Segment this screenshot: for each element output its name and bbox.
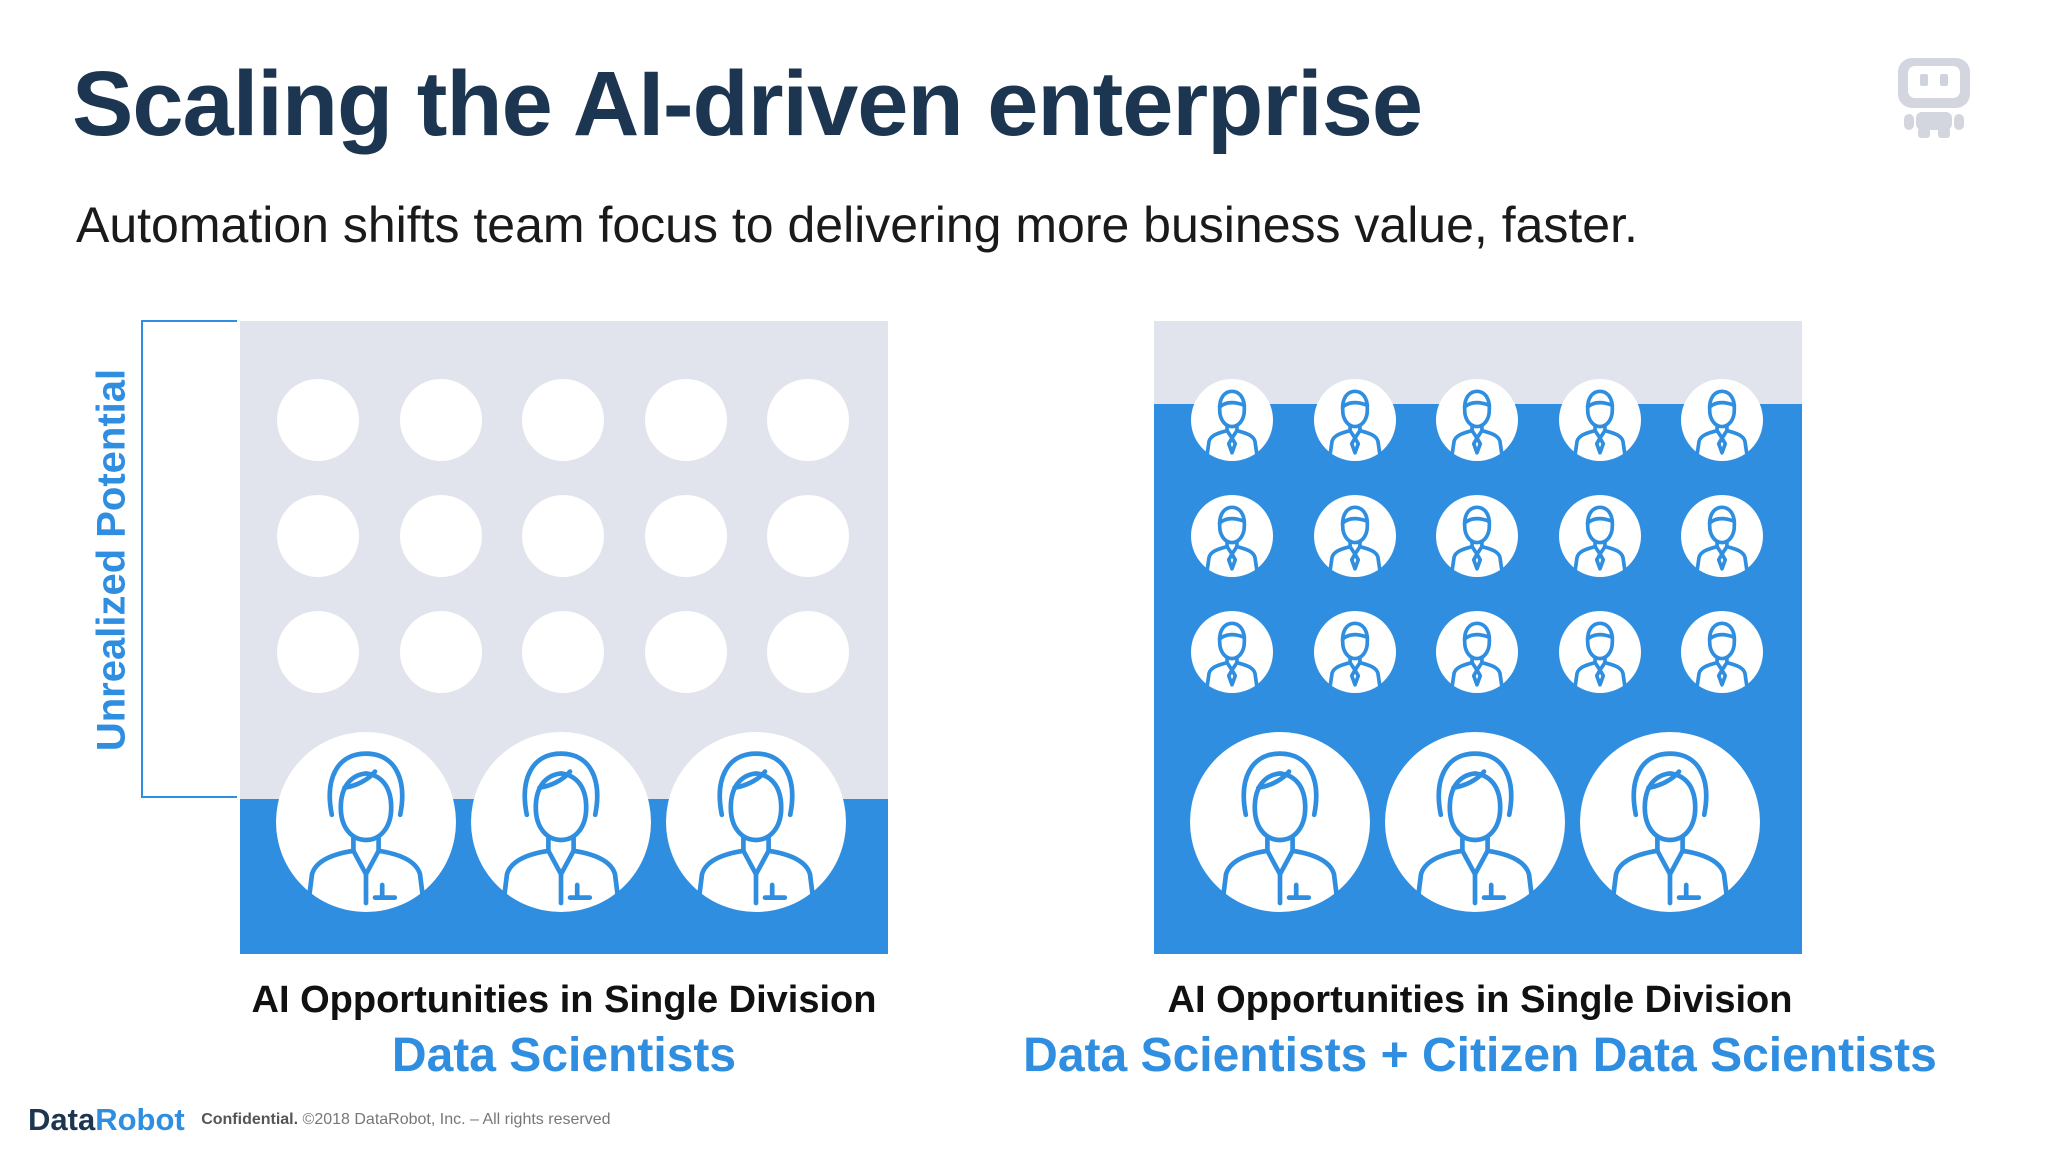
citizen-data-scientist-circle <box>1436 611 1518 693</box>
slide-title: Scaling the AI-driven enterprise <box>72 53 1423 155</box>
opportunity-circle <box>277 495 359 577</box>
unrealized-potential-label: Unrealized Potential <box>89 368 134 752</box>
opportunity-circle <box>767 611 849 693</box>
single-division-panel-left <box>240 321 888 954</box>
copyright-text: ©2018 DataRobot, Inc. – All rights reser… <box>302 1111 611 1128</box>
opportunity-circle <box>767 379 849 461</box>
citizen-data-scientist-icon <box>1573 621 1627 687</box>
citizen-data-scientist-icon <box>1450 621 1504 687</box>
citizen-data-scientist-icon <box>1573 505 1627 571</box>
citizen-data-scientist-icon <box>1450 389 1504 455</box>
unrealized-potential-bracket <box>141 320 237 798</box>
data-scientist-icon <box>1220 751 1340 906</box>
opportunity-circle <box>400 379 482 461</box>
citizen-data-scientist-icon <box>1328 389 1382 455</box>
citizen-data-scientist-circle <box>1191 379 1273 461</box>
data-scientist-circle <box>666 732 846 912</box>
citizen-data-scientist-circle <box>1314 379 1396 461</box>
opportunity-circle <box>277 611 359 693</box>
citizen-data-scientist-icon <box>1695 505 1749 571</box>
data-scientist-circle <box>471 732 651 912</box>
opportunity-circle <box>522 611 604 693</box>
opportunity-circle <box>522 495 604 577</box>
opportunity-circle <box>522 379 604 461</box>
citizen-data-scientist-circle <box>1191 495 1273 577</box>
citizen-data-scientist-circle <box>1681 379 1763 461</box>
data-scientist-circle <box>1190 732 1370 912</box>
citizen-data-scientist-circle <box>1681 611 1763 693</box>
logo-data-text: Data <box>28 1102 96 1137</box>
opportunity-circle <box>767 495 849 577</box>
copyright-notice: Confidential. ©2018 DataRobot, Inc. – Al… <box>201 1111 610 1128</box>
citizen-data-scientist-icon <box>1205 505 1259 571</box>
data-scientist-icon <box>696 751 816 906</box>
opportunity-circle <box>400 611 482 693</box>
citizen-data-scientist-icon <box>1573 389 1627 455</box>
citizen-data-scientist-circle <box>1436 495 1518 577</box>
right-caption-line1: AI Opportunities in Single Division <box>1167 979 1793 1021</box>
citizen-data-scientist-circle <box>1559 379 1641 461</box>
citizen-data-scientist-icon <box>1205 389 1259 455</box>
slide-subtitle: Automation shifts team focus to deliveri… <box>76 197 1638 253</box>
opportunity-circle <box>277 379 359 461</box>
opportunity-circle <box>645 611 727 693</box>
citizen-data-scientist-icon <box>1695 389 1749 455</box>
data-scientist-circle <box>1580 732 1760 912</box>
data-scientist-icon <box>306 751 426 906</box>
citizen-data-scientist-circle <box>1681 495 1763 577</box>
confidential-label: Confidential. <box>201 1111 299 1128</box>
citizen-data-scientist-circle <box>1559 611 1641 693</box>
data-scientist-circle <box>276 732 456 912</box>
citizen-data-scientist-circle <box>1314 495 1396 577</box>
left-caption: AI Opportunities in Single Division Data… <box>252 978 877 1086</box>
citizen-data-scientist-icon <box>1450 505 1504 571</box>
opportunity-circle <box>400 495 482 577</box>
citizen-data-scientist-circle <box>1436 379 1518 461</box>
citizen-data-scientist-circle <box>1314 611 1396 693</box>
opportunity-circle <box>645 379 727 461</box>
datarobot-logo: DataRobot <box>28 1102 185 1137</box>
citizen-data-scientist-circle <box>1559 495 1641 577</box>
citizen-data-scientist-icon <box>1328 505 1382 571</box>
citizen-data-scientist-icon <box>1328 621 1382 687</box>
logo-robot-text: Robot <box>95 1102 185 1137</box>
single-division-panel-right <box>1154 321 1802 954</box>
data-scientist-icon <box>501 751 621 906</box>
robot-icon <box>1896 56 1972 138</box>
data-scientist-icon <box>1415 751 1535 906</box>
right-caption: AI Opportunities in Single Division Data… <box>1023 978 1937 1086</box>
data-scientist-circle <box>1385 732 1565 912</box>
opportunity-circle <box>645 495 727 577</box>
citizen-data-scientist-icon <box>1205 621 1259 687</box>
data-scientist-icon <box>1610 751 1730 906</box>
citizen-data-scientist-icon <box>1695 621 1749 687</box>
right-caption-line2: Data Scientists + Citizen Data Scientist… <box>1023 1029 1937 1082</box>
footer: DataRobot Confidential. ©2018 DataRobot,… <box>28 1102 610 1138</box>
left-caption-line1: AI Opportunities in Single Division <box>251 979 877 1021</box>
citizen-data-scientist-circle <box>1191 611 1273 693</box>
left-caption-line2: Data Scientists <box>391 1029 737 1082</box>
